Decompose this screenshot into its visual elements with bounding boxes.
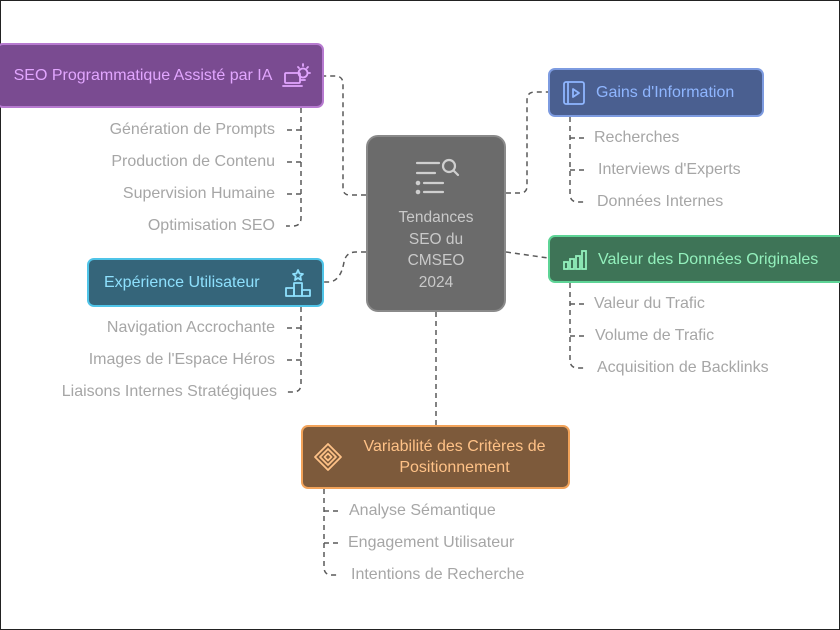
connector-center-seo [324,75,366,196]
list-item: Génération de Prompts [109,121,275,138]
bar-chart-icon [550,248,598,270]
branch-seo-programmatique: SEO Programmatique Assisté par IA [0,43,324,108]
branch-valeur-donnees-title: Valeur des Données Originales [598,250,819,268]
connector-center-gains [506,91,548,194]
branch-experience-utilisateur-title: Expérience Utilisateur [104,274,260,291]
branch-seo-programmatique-title: SEO Programmatique Assisté par IA [13,67,273,84]
central-topic-node: Tendances SEO du CMSEO 2024 [366,135,506,312]
list-item: Optimisation SEO [147,217,275,234]
list-item: Interviews d'Experts [598,161,741,178]
diamond-layers-icon [303,442,351,472]
connector-center-data [505,251,549,259]
branch-variabilite: Variabilité des Critères de Positionneme… [301,425,570,489]
list-search-icon [413,157,461,206]
list-item: Acquisition de Backlinks [597,359,769,376]
list-item: Intentions de Recherche [351,566,525,583]
connector-gains-items [569,117,586,203]
central-topic-label: Tendances SEO du CMSEO 2024 [398,209,474,291]
branch-valeur-donnees: Valeur des Données Originales [548,235,840,283]
connector-center-ux [324,251,366,283]
connector-ux-items [286,307,302,393]
connector-variability-items [323,489,340,576]
video-book-icon [550,80,596,106]
branch-gains-information-title: Gains d'Information [596,84,735,101]
branch-gains-information: Gains d'Information [548,68,764,117]
list-item: Supervision Humaine [122,185,275,202]
list-item: Images de l'Espace Héros [88,351,275,368]
list-item: Recherches [594,129,680,146]
branch-variabilite-title: Variabilité des Critères de Positionneme… [363,438,546,476]
list-item: Production de Contenu [111,153,275,170]
connector-data-items [569,283,586,369]
list-item: Engagement Utilisateur [348,534,515,551]
list-item: Analyse Sémantique [349,502,496,519]
list-item: Valeur du Trafic [594,295,705,312]
list-item: Navigation Accrochante [106,319,275,336]
list-item: Liaisons Internes Stratégiques [61,383,277,400]
list-item: Données Internes [597,193,724,210]
list-item: Volume de Trafic [595,327,715,344]
branch-experience-utilisateur: Expérience Utilisateur [87,258,324,307]
podium-star-icon [283,268,322,298]
connector-seo-items [286,108,302,227]
laptop-idea-icon [282,62,322,90]
